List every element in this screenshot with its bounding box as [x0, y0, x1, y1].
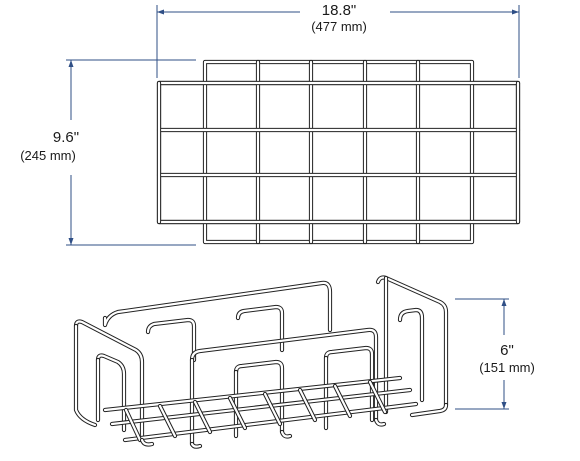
width-dimension: 18.8" (477 mm)	[156, 2, 520, 78]
foot-wire	[189, 441, 203, 449]
back-loop-wire	[235, 304, 285, 353]
depth-metric-label: (245 mm)	[20, 148, 76, 163]
bottom-cross-wire	[227, 395, 248, 431]
height-dimension: 6" (151 mm)	[455, 298, 535, 410]
bottom-cross-wire	[297, 387, 318, 423]
front-rim-wire	[189, 327, 379, 423]
height-imperial-label: 6"	[500, 342, 514, 359]
foot-wire	[139, 437, 155, 447]
perspective-view-basket	[73, 275, 449, 449]
left-end-wire	[73, 323, 98, 428]
back-loop-wire	[145, 317, 197, 363]
foot-wire	[279, 429, 293, 439]
bottom-cross-wire	[367, 379, 388, 415]
bottom-cross-wire	[262, 391, 283, 427]
bottom-rail-wire	[109, 387, 413, 427]
bottom-rail-wire	[102, 375, 403, 413]
front-loop-wire	[233, 359, 285, 435]
left-inner-wire	[95, 353, 127, 433]
front-loop-wire	[323, 345, 375, 423]
back-rim-wire	[102, 280, 333, 333]
inner-frame-wire	[202, 59, 475, 245]
depth-dimension: 9.6" (245 mm)	[20, 59, 196, 246]
bottom-cross-wire	[157, 403, 178, 439]
foot-wire	[409, 402, 449, 418]
bottom-cross-wire	[192, 399, 213, 435]
left-end-wire	[73, 319, 145, 443]
foot-wire	[373, 417, 387, 427]
depth-imperial-label: 9.6"	[53, 129, 79, 146]
width-imperial-label: 18.8"	[322, 2, 357, 19]
right-end-wire	[375, 275, 449, 408]
height-metric-label: (151 mm)	[479, 360, 535, 375]
back-loop-wire	[397, 307, 425, 403]
width-metric-label: (477 mm)	[311, 19, 367, 34]
bottom-cross-wire	[332, 383, 353, 419]
bottom-cross-wire	[123, 407, 143, 443]
top-view-basket	[156, 59, 521, 245]
